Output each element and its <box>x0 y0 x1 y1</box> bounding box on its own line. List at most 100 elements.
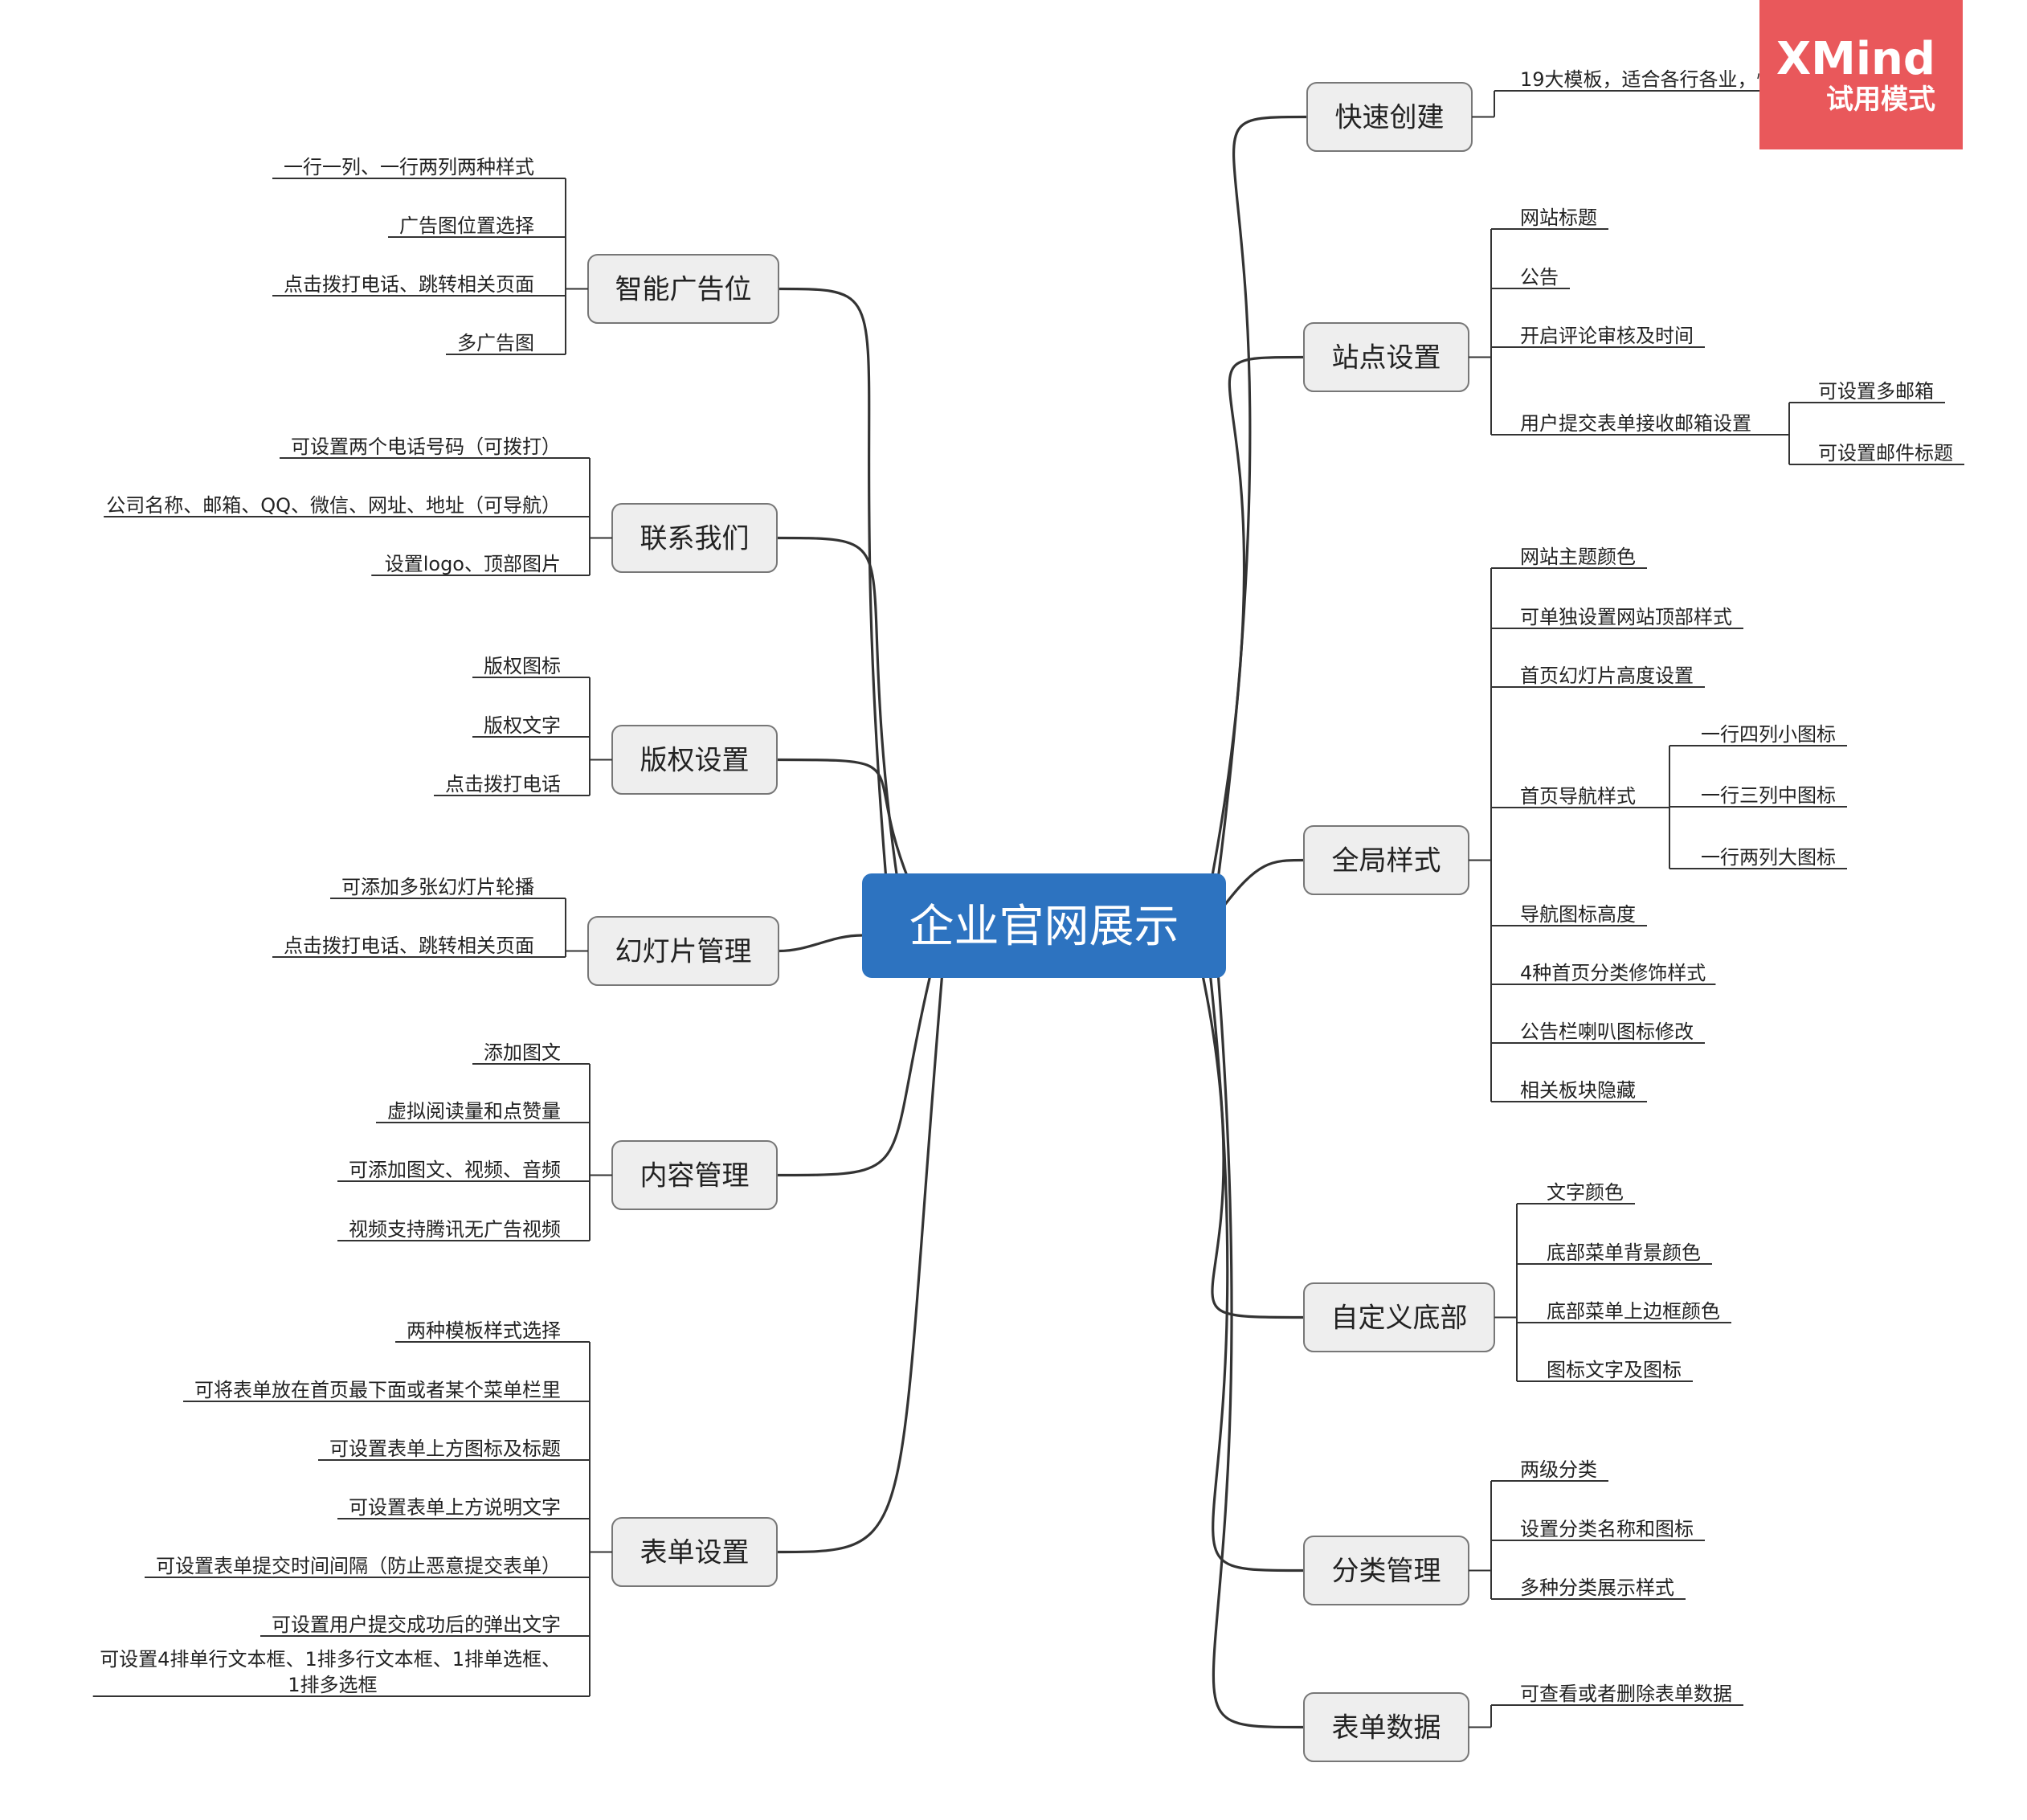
leaf-topic[interactable]: 设置分类名称和图标 <box>1491 1518 1705 1541</box>
leaf-topic[interactable]: 网站主题颜色 <box>1491 546 1647 569</box>
leaf-topic[interactable]: 点击拨打电话 <box>434 773 590 796</box>
leaf-topic[interactable]: 可设置表单上方图标及标题 <box>318 1438 590 1461</box>
central-topic-label: 企业官网展示 <box>909 901 1179 953</box>
branch-connector <box>1208 971 1305 1573</box>
leaf-topic[interactable]: 可设置表单提交时间间隔（防止恶意提交表单） <box>145 1555 590 1578</box>
sub-leaf-topic[interactable]: 一行三列中图标 <box>1669 784 1847 808</box>
leaf-topic[interactable]: 添加图文 <box>472 1041 590 1065</box>
leaf-topic[interactable]: 可设置4排单行文本框、1排多行文本框、1排单选框、1排多选框 <box>92 1648 590 1697</box>
leaf-topic[interactable]: 首页幻灯片高度设置 <box>1491 665 1705 688</box>
branch-connector <box>778 287 888 881</box>
leaf-topic[interactable]: 可单独设置网站顶部样式 <box>1491 606 1743 629</box>
leaf-topic[interactable]: 图标文字及图标 <box>1517 1359 1693 1382</box>
leaf-label: 4种首页分类修饰样式 <box>1520 962 1706 984</box>
leaf-topic[interactable]: 公司名称、邮箱、QQ、微信、网址、地址（可导航） <box>104 494 590 517</box>
leaf-topic[interactable]: 导航图标高度 <box>1491 903 1647 926</box>
leaf-topic[interactable]: 可设置两个电话号码（可拨打） <box>280 436 590 459</box>
leaf-label: 相关板块隐藏 <box>1520 1079 1636 1102</box>
leaf-topic[interactable]: 多广告图 <box>446 332 566 355</box>
leaf-label: 一行两列大图标 <box>1701 846 1836 869</box>
leaf-label: 可单独设置网站顶部样式 <box>1520 606 1732 628</box>
branch-topic-label: 版权设置 <box>640 745 750 777</box>
branch-topic[interactable]: 全局样式网站主题颜色可单独设置网站顶部样式首页幻灯片高度设置首页导航样式一行四列… <box>1303 546 1847 1102</box>
leaf-topic[interactable]: 设置logo、顶部图片 <box>371 553 590 576</box>
leaf-topic[interactable]: 两级分类 <box>1491 1458 1608 1482</box>
leaf-topic[interactable]: 点击拨打电话、跳转相关页面 <box>272 935 566 958</box>
leaf-topic[interactable]: 一行一列、一行两列两种样式 <box>272 156 566 179</box>
leaf-label: 可设置表单上方图标及标题 <box>329 1438 561 1460</box>
leaf-label: 两级分类 <box>1520 1458 1597 1481</box>
leaf-label: 公告 <box>1520 266 1559 288</box>
leaf-topic[interactable]: 底部菜单背景颜色 <box>1517 1241 1712 1265</box>
leaf-topic[interactable]: 版权文字 <box>472 714 590 738</box>
leaf-label: 设置logo、顶部图片 <box>385 553 561 575</box>
branch-connector <box>1210 355 1305 881</box>
topics-layer: 快速创建19大模板，适合各行各业，快速创建站点设置网站标题公告开启评论审核及时间… <box>92 68 1964 1762</box>
leaf-label: 一行四列小图标 <box>1701 723 1836 746</box>
sub-leaf-topic[interactable]: 可设置多邮箱 <box>1789 380 1945 403</box>
branch-connector <box>1212 971 1305 1729</box>
leaf-label: 可查看或者删除表单数据 <box>1520 1683 1732 1705</box>
leaf-topic[interactable]: 开启评论审核及时间 <box>1491 325 1705 348</box>
leaf-topic[interactable]: 4种首页分类修饰样式 <box>1491 962 1716 985</box>
leaf-label: 设置分类名称和图标 <box>1520 1518 1694 1540</box>
branch-topic[interactable]: 联系我们可设置两个电话号码（可拨打）公司名称、邮箱、QQ、微信、网址、地址（可导… <box>104 436 778 576</box>
branch-connector <box>778 934 863 953</box>
leaf-label-line-2: 1排多选框 <box>288 1674 377 1696</box>
leaf-topic[interactable]: 点击拨打电话、跳转相关页面 <box>272 273 566 297</box>
leaf-topic[interactable]: 底部菜单上边框颜色 <box>1517 1300 1731 1323</box>
leaf-label: 可设置表单提交时间间隔（防止恶意提交表单） <box>156 1555 561 1577</box>
branch-topic-label: 幻灯片管理 <box>615 936 752 968</box>
branch-topic[interactable]: 智能广告位 一行一列、一行两列两种样式广告图位置选择点击拨打电话、跳转相关页面多广… <box>272 156 779 355</box>
leaf-topic[interactable]: 相关板块隐藏 <box>1491 1079 1647 1102</box>
leaf-label: 可将表单放在首页最下面或者某个菜单栏里 <box>194 1379 561 1401</box>
leaf-label: 网站主题颜色 <box>1520 546 1636 568</box>
leaf-topic[interactable]: 版权图标 <box>472 655 590 678</box>
central-topic[interactable]: 企业官网展示 <box>862 873 1226 978</box>
leaf-label: 用户提交表单接收邮箱设置 <box>1520 412 1751 435</box>
badge-brand: XMind <box>1776 33 1935 85</box>
leaf-topic[interactable]: 公告栏喇叭图标修改 <box>1491 1020 1705 1044</box>
leaf-topic[interactable]: 视频支持腾讯无广告视频 <box>337 1218 590 1241</box>
branch-connector <box>776 758 910 881</box>
leaf-topic[interactable]: 可设置表单上方说明文字 <box>337 1496 590 1519</box>
leaf-label: 多种分类展示样式 <box>1520 1577 1674 1599</box>
leaf-label: 首页幻灯片高度设置 <box>1520 665 1694 687</box>
leaf-label: 两种模板样式选择 <box>407 1319 561 1342</box>
leaf-topic[interactable]: 广告图位置选择 <box>388 215 566 238</box>
sub-leaf-topic[interactable]: 一行两列大图标 <box>1669 846 1847 869</box>
leaf-label: 点击拨打电话、跳转相关页面 <box>284 935 534 957</box>
leaf-topic[interactable]: 公告 <box>1491 266 1570 289</box>
leaf-topic[interactable]: 可添加多张幻灯片轮播 <box>330 876 566 899</box>
leaf-label: 可设置邮件标题 <box>1818 442 1953 464</box>
sub-leaf-topic[interactable]: 一行四列小图标 <box>1669 723 1847 746</box>
leaf-topic[interactable]: 可添加图文、视频、音频 <box>337 1159 590 1182</box>
leaf-label: 图标文字及图标 <box>1547 1359 1682 1381</box>
leaf-label: 视频支持腾讯无广告视频 <box>349 1218 561 1241</box>
leaf-label: 导航图标高度 <box>1520 903 1636 926</box>
branch-topic[interactable]: 站点设置网站标题公告开启评论审核及时间用户提交表单接收邮箱设置可设置多邮箱可设置… <box>1303 207 1964 465</box>
branch-connector <box>1216 115 1308 881</box>
leaf-topic[interactable]: 可设置用户提交成功后的弹出文字 <box>260 1613 590 1637</box>
sub-leaf-topic[interactable]: 可设置邮件标题 <box>1789 442 1964 465</box>
leaf-topic[interactable]: 网站标题 <box>1491 207 1608 230</box>
leaf-topic[interactable]: 可查看或者删除表单数据 <box>1491 1683 1743 1706</box>
leaf-topic[interactable]: 两种模板样式选择 <box>395 1319 590 1343</box>
leaf-topic[interactable]: 多种分类展示样式 <box>1491 1577 1686 1600</box>
badge-mode: 试用模式 <box>1826 84 1935 116</box>
leaf-topic[interactable]: 虚拟阅读量和点赞量 <box>376 1100 590 1123</box>
leaf-topic[interactable]: 可将表单放在首页最下面或者某个菜单栏里 <box>183 1379 590 1402</box>
leaf-label: 版权文字 <box>484 714 561 737</box>
leaf-topic[interactable]: 文字颜色 <box>1517 1181 1635 1204</box>
branch-topic[interactable]: 表单设置两种模板样式选择可将表单放在首页最下面或者某个菜单栏里可设置表单上方图标… <box>92 1319 778 1697</box>
branch-topic-label: 智能广告位 <box>615 274 752 306</box>
